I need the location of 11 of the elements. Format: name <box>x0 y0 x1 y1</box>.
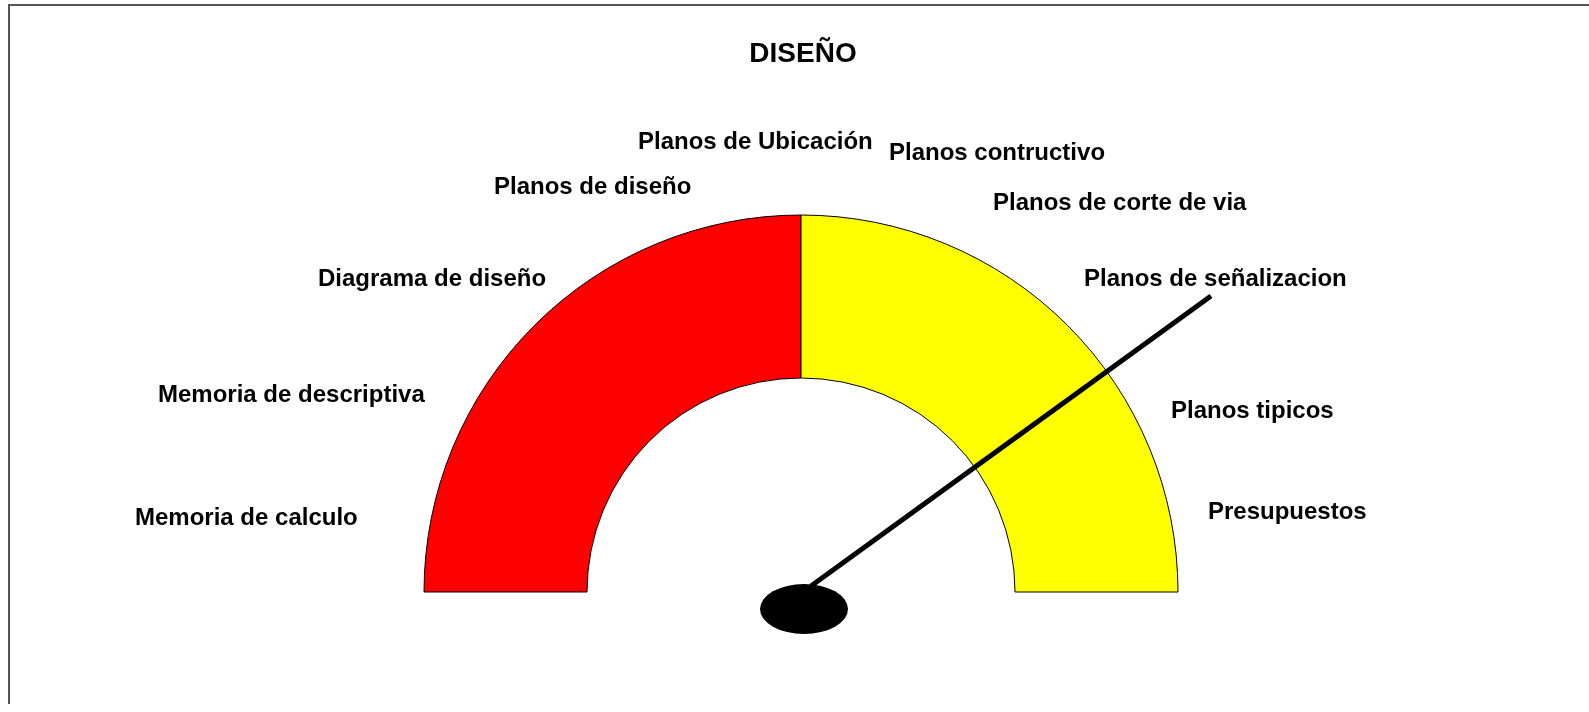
gauge-label: Planos de corte de via <box>993 188 1247 216</box>
gauge-label: Memoria de descriptiva <box>158 380 425 408</box>
gauge-label: Planos de Ubicación <box>638 127 873 155</box>
title: DISEÑO <box>749 37 857 69</box>
gauge-label: Planos contructivo <box>889 138 1106 166</box>
gauge-label: Memoria de calculo <box>135 503 358 531</box>
gauge-label: Presupuestos <box>1208 497 1367 525</box>
gauge-label: Planos de señalizacion <box>1084 264 1347 292</box>
gauge-label: Planos de diseño <box>494 172 692 200</box>
gauge-label: Planos tipicos <box>1171 396 1334 424</box>
gauge-label: Diagrama de diseño <box>318 264 547 292</box>
